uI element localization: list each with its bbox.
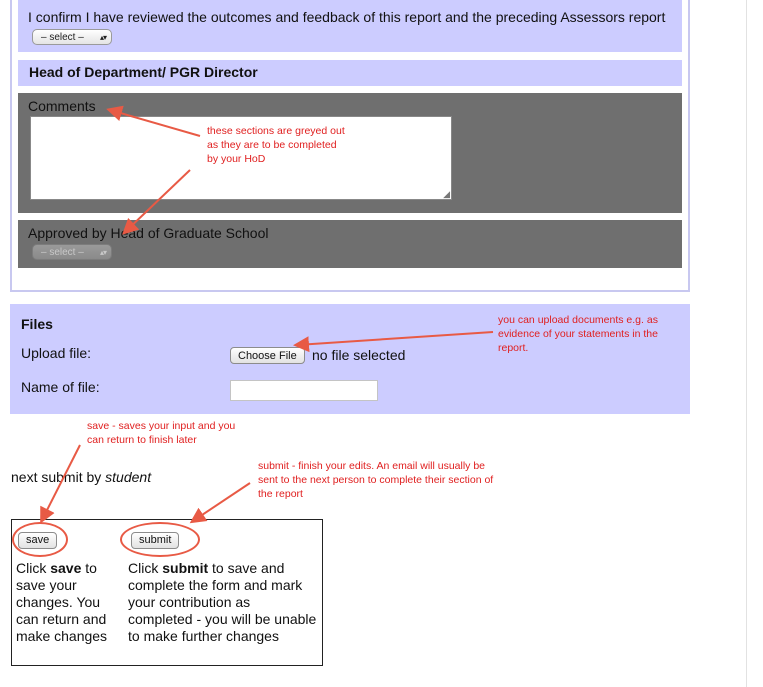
confirm-text: I confirm I have reviewed the outcomes a… <box>28 9 666 25</box>
submit-help-pre: Click <box>128 560 163 576</box>
confirm-select-value: – select – <box>41 32 84 43</box>
confirm-select[interactable]: – select – ▴▾ <box>32 29 112 45</box>
updown-arrows-icon: ▴▾ <box>99 33 107 42</box>
save-help-post: to save your changes. You can return and… <box>16 560 108 644</box>
upload-file-label: Upload file: <box>21 345 92 361</box>
submit-highlight-ring <box>120 522 200 557</box>
approved-panel: Approved by Head of Graduate School – se… <box>18 220 682 268</box>
approved-select[interactable]: – select – ▴▾ <box>32 244 112 260</box>
greyed-sections-note: these sections are greyed out as they ar… <box>207 125 345 165</box>
save-help-pre: Click <box>16 560 51 576</box>
upload-documents-note: you can upload documents e.g. as evidenc… <box>498 314 658 354</box>
save-help-text: Click save to save your changes. You can… <box>16 560 114 645</box>
save-help-bold: save <box>50 560 82 576</box>
next-submit-prefix: next submit by <box>11 469 102 485</box>
no-file-selected-text: no file selected <box>312 347 406 363</box>
submit-note: submit - finish your edits. An email wil… <box>258 460 494 500</box>
files-panel: Files Upload file: Choose File no file s… <box>10 304 690 414</box>
file-name-input[interactable] <box>230 380 378 401</box>
updown-arrows-icon: ▴▾ <box>99 248 107 257</box>
resize-handle-icon[interactable]: ◢ <box>443 189 450 199</box>
next-submitter: next submit by student <box>11 469 151 485</box>
comments-panel: Comments ◢ <box>18 93 682 213</box>
submit-help-text: Click submit to save and complete the fo… <box>128 560 318 645</box>
comments-textarea[interactable]: ◢ <box>30 116 452 200</box>
save-highlight-ring <box>12 522 68 557</box>
scrollbar-track[interactable] <box>746 0 747 687</box>
section-title-hod: Head of Department/ PGR Director <box>29 64 258 80</box>
submit-help-post: to save and complete the form and mark y… <box>128 560 317 644</box>
approved-select-value: – select – <box>41 247 84 258</box>
hod-header: Head of Department/ PGR Director <box>18 60 682 86</box>
next-submit-role: student <box>105 469 152 485</box>
save-note: save - saves your input and you can retu… <box>87 420 236 446</box>
approved-label: Approved by Head of Graduate School <box>28 225 269 241</box>
confirm-panel: I confirm I have reviewed the outcomes a… <box>18 0 682 52</box>
arrow-to-submit <box>189 482 251 524</box>
comments-label: Comments <box>28 98 96 114</box>
submit-help-bold: submit <box>162 560 209 576</box>
file-name-label: Name of file: <box>21 379 100 395</box>
files-title: Files <box>21 316 53 332</box>
choose-file-button[interactable]: Choose File <box>230 347 305 364</box>
